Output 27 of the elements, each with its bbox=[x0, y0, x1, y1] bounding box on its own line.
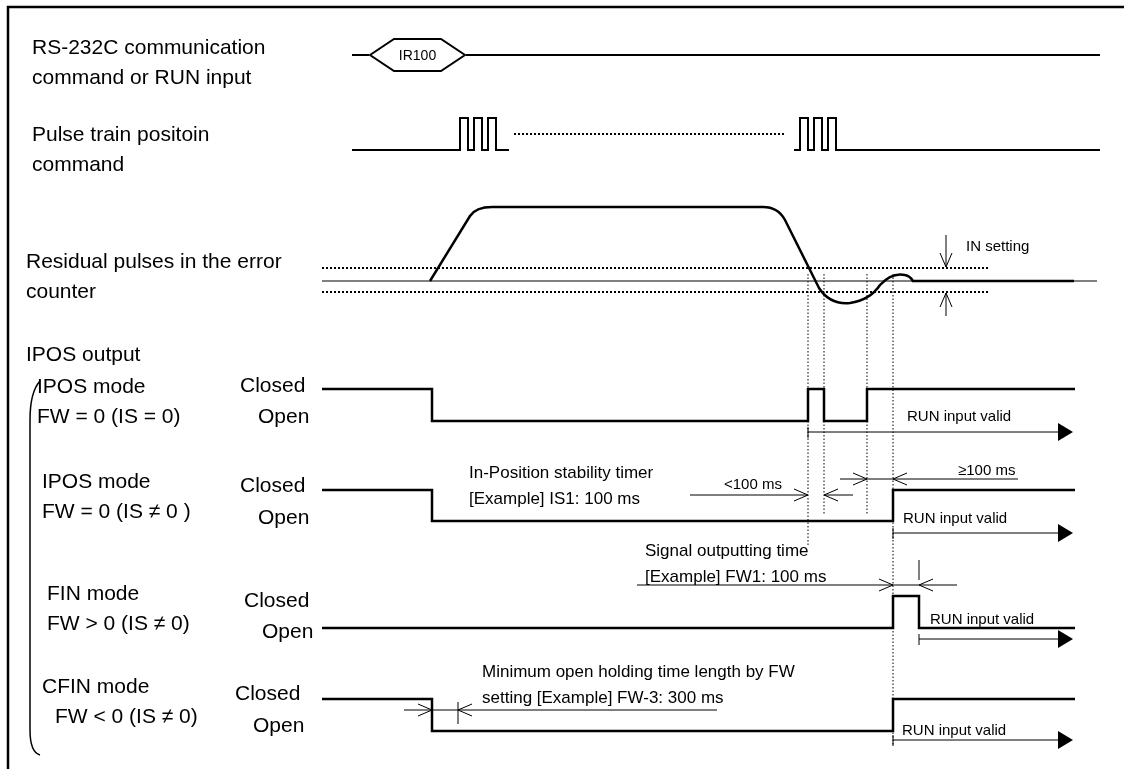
mode-label: IPOS mode FW = 0 (IS = 0) bbox=[37, 373, 181, 429]
value-text: IR100 bbox=[398, 47, 437, 63]
state-label: Closed bbox=[240, 372, 306, 398]
dimension-text: ≥100 ms bbox=[958, 460, 1016, 480]
signal-name: IPOS output bbox=[26, 341, 141, 367]
annotation-text: Minimum open holding time length by FW setting [Example] FW-3: 300 ms bbox=[482, 661, 796, 709]
signal-name: Pulse train positoin command bbox=[32, 121, 211, 177]
state-label: Open bbox=[262, 618, 314, 644]
mode-label: IPOS mode FW = 0 (IS ≠ 0 ) bbox=[42, 468, 191, 524]
state-label: Open bbox=[258, 504, 310, 530]
state-label: Open bbox=[258, 403, 310, 429]
annotation-text: RUN input valid bbox=[907, 406, 1012, 426]
annotation-text: Signal outputting time [Example] FW1: 100 ms bbox=[645, 540, 828, 588]
mode-label: FIN mode FW > 0 (IS ≠ 0) bbox=[47, 580, 190, 636]
state-label: Closed bbox=[240, 472, 306, 498]
state-label: Closed bbox=[235, 680, 301, 706]
state-label: Open bbox=[253, 712, 305, 738]
mode-label: CFIN mode FW < 0 (IS ≠ 0) bbox=[42, 673, 198, 729]
annotation-text: RUN input valid bbox=[930, 609, 1035, 629]
value-hexagon bbox=[369, 38, 466, 72]
state-label: Closed bbox=[244, 587, 310, 613]
signal-name: Residual pulses in the error counter bbox=[26, 248, 283, 304]
dimension-text: <100 ms bbox=[724, 474, 782, 494]
annotation-text: IN setting bbox=[966, 236, 1030, 256]
annotation-text: RUN input valid bbox=[902, 720, 1007, 740]
annotation-text: RUN input valid bbox=[903, 508, 1008, 528]
signal-name: RS-232C communication command or RUN input bbox=[32, 34, 267, 90]
